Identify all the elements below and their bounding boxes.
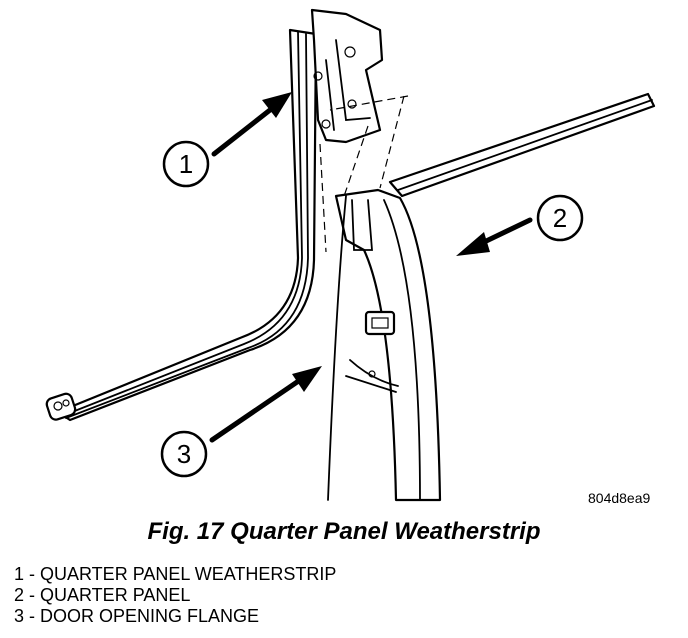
figure-code: 804d8ea9 (588, 490, 651, 506)
legend-item: 3 - DOOR OPENING FLANGE (14, 606, 260, 626)
weatherstrip-illustration: 1 2 3 (45, 8, 656, 502)
quarter-panel-part (327, 92, 656, 502)
pillar-bracket (310, 8, 384, 144)
svg-text:3: 3 (177, 439, 191, 469)
legend-item: 1 - QUARTER PANEL WEATHERSTRIP (14, 564, 337, 584)
legend-item: 2 - QUARTER PANEL (14, 585, 191, 605)
legend: 1 - QUARTER PANEL WEATHERSTRIP 2 - QUART… (14, 564, 336, 627)
callout-1: 1 (162, 92, 292, 188)
svg-text:1: 1 (179, 149, 193, 179)
callout-2: 2 (456, 194, 584, 256)
figure-caption: Fig. 17 Quarter Panel Weatherstrip (147, 518, 541, 545)
weatherstrip-part (45, 28, 318, 422)
svg-text:2: 2 (553, 203, 567, 233)
callout-3: 3 (160, 366, 322, 478)
